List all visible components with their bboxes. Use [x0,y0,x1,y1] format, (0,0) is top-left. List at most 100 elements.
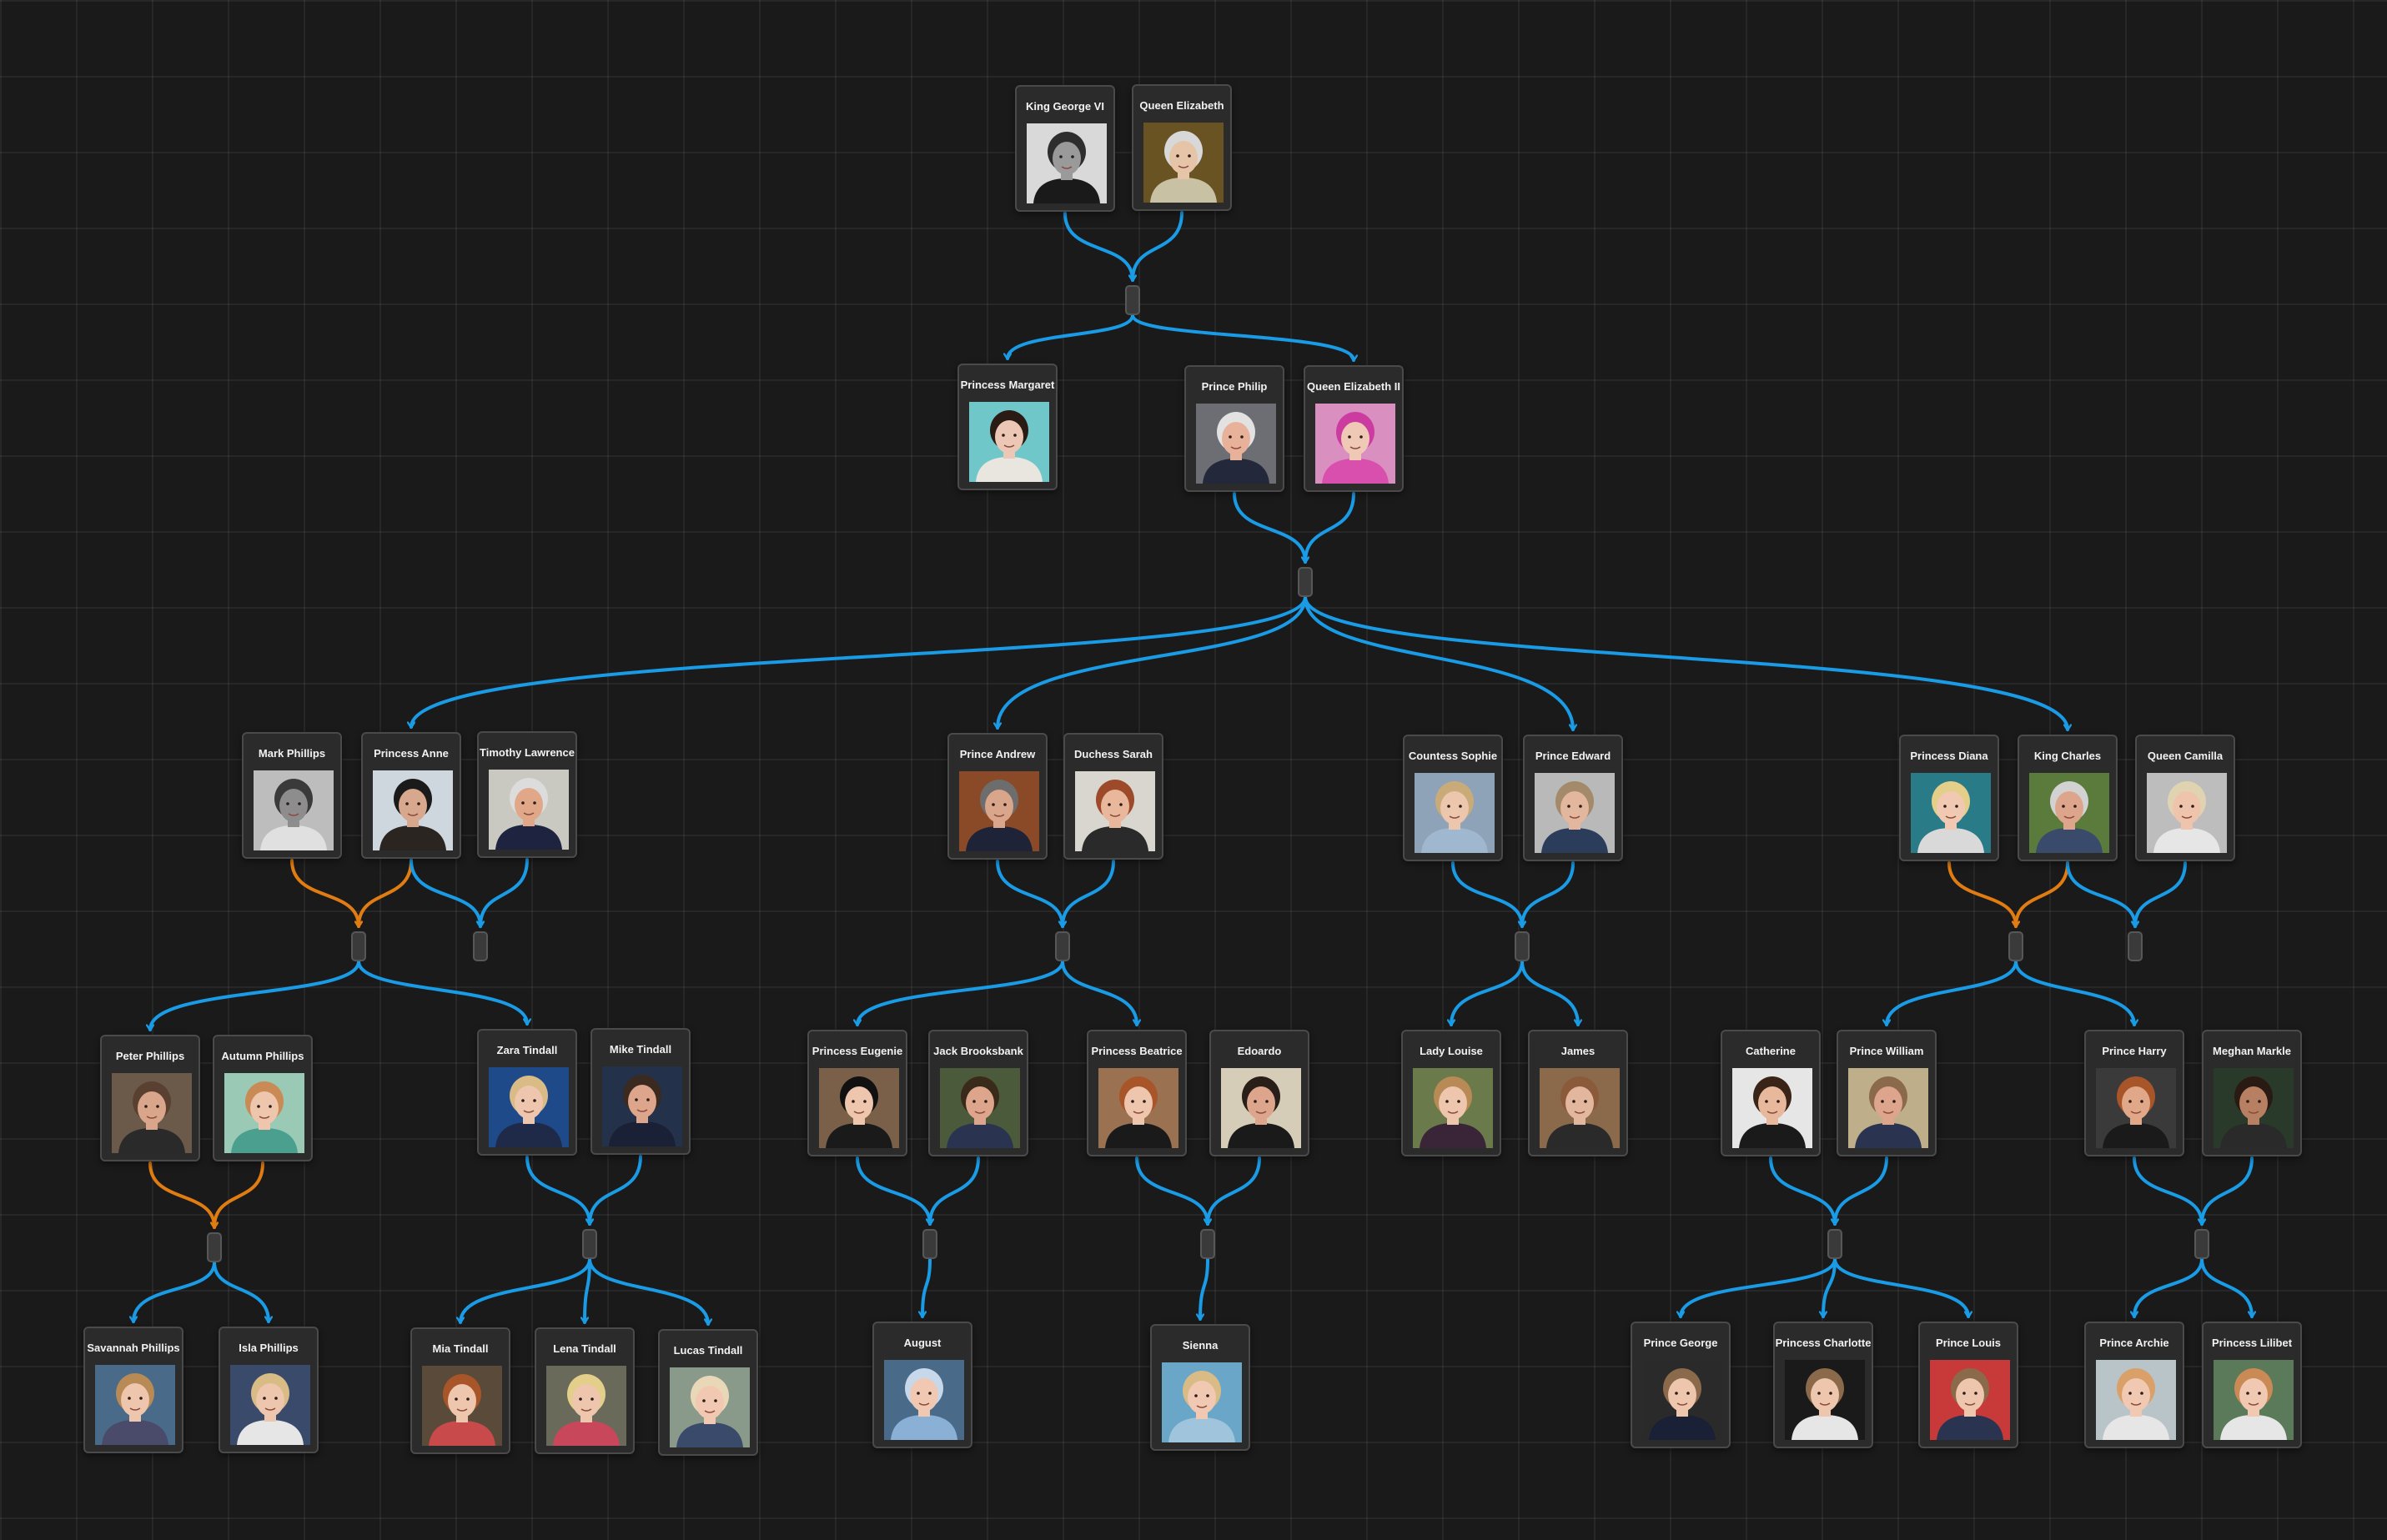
child-edge-u-george6-qmum-eliz2 [1131,314,1354,362]
person-node-george[interactable]: Prince George [1631,1322,1731,1448]
portrait-photo [602,1066,682,1146]
portrait-photo [1098,1068,1178,1148]
person-node-sophie[interactable]: Countess Sophie [1403,735,1503,861]
union-joint-u-charles-camilla[interactable] [2128,931,2143,961]
portrait-photo [373,770,453,850]
person-node-autumn[interactable]: Autumn Phillips [213,1035,313,1161]
person-node-peter[interactable]: Peter Phillips [100,1035,200,1161]
person-name: Savannah Phillips [87,1342,180,1354]
child-edge-u-philip-eliz2-edward [1304,595,1573,731]
union-joint-u-mark-anne[interactable] [351,931,366,961]
child-edge-u-harry-meghan-archie [2134,1257,2204,1318]
person-node-edward[interactable]: Prince Edward [1523,735,1623,861]
person-name: August [903,1337,942,1349]
portrait-photo [1848,1068,1928,1148]
person-node-margaret[interactable]: Princess Margaret [957,364,1058,490]
person-node-savannah[interactable]: Savannah Phillips [83,1327,183,1453]
person-node-qmum[interactable]: Queen Elizabeth [1132,84,1232,211]
person-node-sarah[interactable]: Duchess Sarah [1063,733,1163,860]
partner-edge-sarah-u-andrew-sarah [1063,860,1115,928]
child-edge-u-catherine-william-charlotte [1823,1257,1837,1318]
union-joint-u-anne-timothy[interactable] [473,931,488,961]
person-node-august[interactable]: August [872,1322,972,1448]
person-node-isla[interactable]: Isla Phillips [219,1327,319,1453]
person-node-lucas[interactable]: Lucas Tindall [658,1329,758,1456]
person-node-meghan[interactable]: Meghan Markle [2202,1030,2302,1156]
child-edge-u-andrew-sarah-eugenie [857,960,1064,1026]
person-name: Princess Eugenie [812,1045,903,1057]
partner-edge-mike-u-zara-mike [590,1155,642,1226]
person-node-jack[interactable]: Jack Brooksbank [928,1030,1028,1156]
union-joint-u-andrew-sarah[interactable] [1055,931,1070,961]
person-node-louis[interactable]: Prince Louis [1918,1322,2018,1448]
person-node-zara[interactable]: Zara Tindall [477,1029,577,1156]
person-node-george6[interactable]: King George VI [1015,85,1115,212]
union-joint-u-diana-charles[interactable] [2008,931,2023,961]
partner-edge-meghan-u-harry-meghan [2202,1156,2254,1226]
person-node-mark[interactable]: Mark Phillips [242,732,342,859]
person-node-lilibet[interactable]: Princess Lilibet [2202,1322,2302,1448]
portrait-photo [1415,773,1495,853]
portrait-photo [1075,771,1155,851]
person-node-edoardo[interactable]: Edoardo [1209,1030,1309,1156]
person-name: Prince Louis [1935,1337,2002,1349]
child-edge-u-sophie-edward-louise [1451,960,1524,1026]
person-node-camilla[interactable]: Queen Camilla [2135,735,2235,861]
union-joint-u-beatrice-edoardo[interactable] [1200,1229,1215,1259]
partner-edge-anne-u-mark-anne [359,859,413,928]
person-node-mia[interactable]: Mia Tindall [410,1327,510,1454]
person-node-catherine[interactable]: Catherine [1721,1030,1821,1156]
union-joint-u-sophie-edward[interactable] [1515,931,1530,961]
union-joint-u-peter-autumn[interactable] [207,1232,222,1262]
person-name: Lucas Tindall [673,1344,743,1357]
person-node-james[interactable]: James [1528,1030,1628,1156]
portrait-photo [940,1068,1020,1148]
portrait-photo [1196,404,1276,484]
union-joint-u-harry-meghan[interactable] [2194,1229,2209,1259]
union-joint-u-zara-mike[interactable] [582,1229,597,1259]
partner-edge-george6-u-george6-qmum [1063,212,1133,282]
person-node-mike[interactable]: Mike Tindall [590,1028,691,1155]
portrait-photo [112,1073,192,1153]
partner-edge-autumn-u-peter-autumn [214,1161,264,1229]
person-node-philip[interactable]: Prince Philip [1184,365,1284,492]
partner-edge-william-u-catherine-william [1835,1156,1888,1226]
person-node-diana[interactable]: Princess Diana [1899,735,1999,861]
union-joint-u-eugenie-jack[interactable] [922,1229,937,1259]
person-node-anne[interactable]: Princess Anne [361,732,461,859]
partner-edge-philip-u-philip-eliz2 [1233,492,1305,564]
partner-edge-peter-u-peter-autumn [148,1161,214,1229]
partner-edge-eliz2-u-philip-eliz2 [1305,492,1355,564]
portrait-photo [1143,123,1224,203]
person-name: Mia Tindall [432,1342,489,1355]
person-node-beatrice[interactable]: Princess Beatrice [1087,1030,1187,1156]
union-joint-u-george6-qmum[interactable] [1125,285,1140,315]
person-node-lena[interactable]: Lena Tindall [535,1327,635,1454]
person-node-andrew[interactable]: Prince Andrew [947,733,1048,860]
union-joint-u-philip-eliz2[interactable] [1298,567,1313,597]
person-node-sienna[interactable]: Sienna [1150,1324,1250,1451]
partner-edge-anne-u-anne-timothy [410,859,480,928]
partner-edge-mark-u-mark-anne [290,859,359,928]
child-edge-u-sophie-edward-james [1520,960,1578,1026]
person-node-william[interactable]: Prince William [1837,1030,1937,1156]
person-node-timothy[interactable]: Timothy Lawrence [477,731,577,858]
union-joint-u-catherine-william[interactable] [1827,1229,1842,1259]
portrait-photo [1221,1068,1301,1148]
partner-edge-qmum-u-george6-qmum [1133,211,1183,282]
child-edge-u-philip-eliz2-andrew [998,595,1307,730]
person-node-louise[interactable]: Lady Louise [1401,1030,1501,1156]
person-node-archie[interactable]: Prince Archie [2084,1322,2184,1448]
person-node-eugenie[interactable]: Princess Eugenie [807,1030,907,1156]
person-node-harry[interactable]: Prince Harry [2084,1030,2184,1156]
portrait-photo [884,1360,964,1440]
person-name: Princess Lilibet [2211,1337,2293,1349]
person-node-eliz2[interactable]: Queen Elizabeth II [1304,365,1404,492]
portrait-photo [2214,1360,2294,1440]
person-name: Queen Camilla [2147,750,2224,762]
person-node-charles[interactable]: King Charles [2018,735,2118,861]
child-edge-u-catherine-william-george [1681,1257,1837,1318]
person-node-charlotte[interactable]: Princess Charlotte [1773,1322,1873,1448]
